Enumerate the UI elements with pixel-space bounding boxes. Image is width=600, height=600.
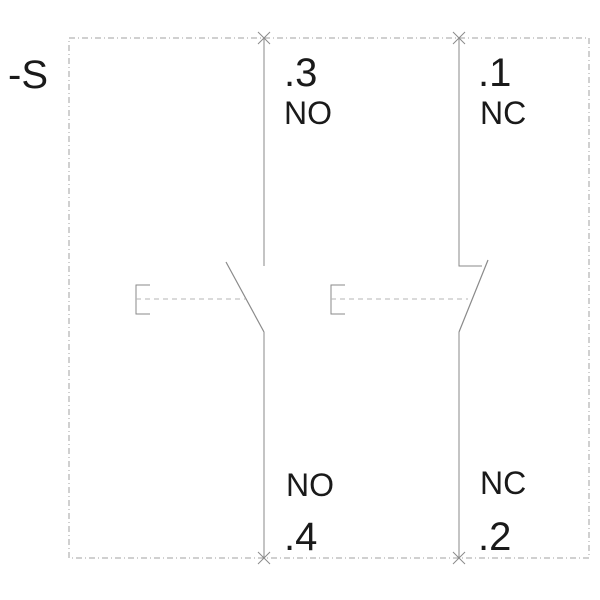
terminal-4-label: .4 (284, 515, 317, 559)
nc-upper-conductor (458, 38, 482, 267)
nc-contact: .1 NC NC .2 (330, 31, 526, 565)
terminal-1-label: .1 (478, 51, 511, 95)
nc-contact-blade (458, 259, 489, 333)
enclosure-border (68, 37, 590, 559)
terminal-2-label: .2 (478, 515, 511, 559)
terminal-2-marker (452, 551, 466, 565)
no-type-label-bottom: NO (286, 467, 334, 503)
no-contact: .3 NO NO .4 (135, 31, 334, 565)
no-type-label-top: NO (284, 95, 332, 131)
terminal-4-marker (257, 551, 271, 565)
nc-type-label-top: NC (480, 95, 526, 131)
nc-type-label-bottom: NC (480, 465, 526, 501)
device-tag: -S (8, 53, 48, 97)
no-contact-blade (225, 261, 265, 333)
terminal-3-label: .3 (284, 51, 317, 95)
